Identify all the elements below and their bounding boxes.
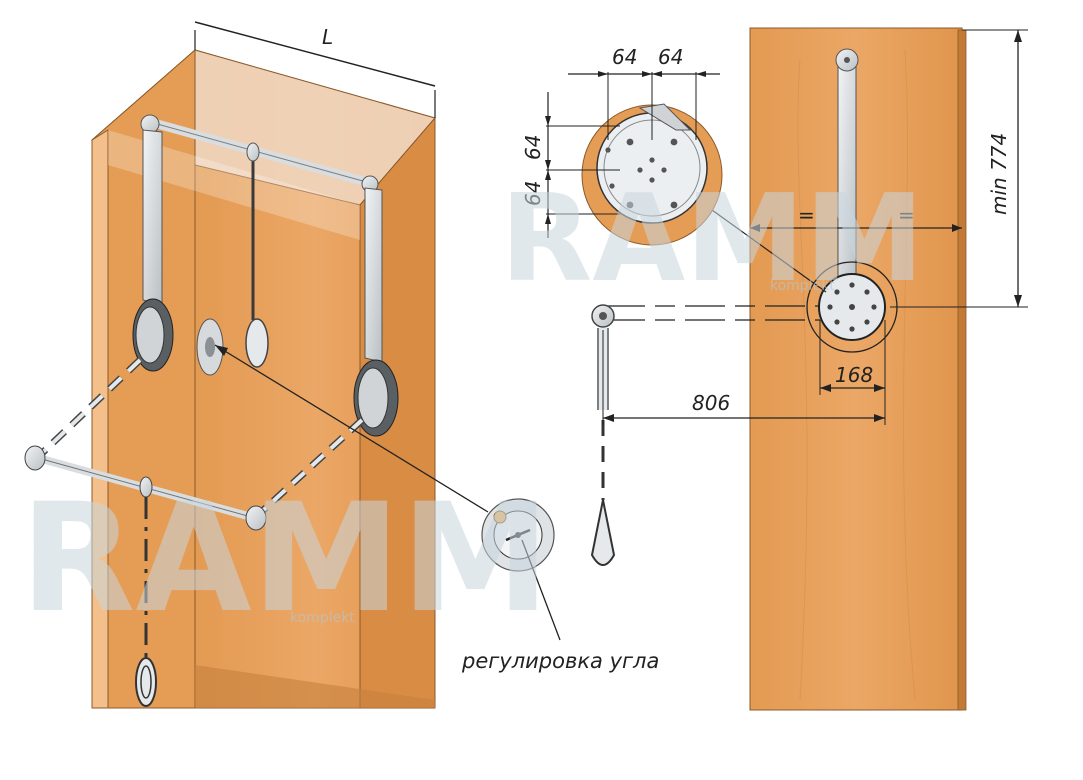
watermark-brand-right: RAMM bbox=[500, 170, 924, 309]
detail-dim-top-right: 64 bbox=[658, 45, 683, 69]
detail-dim-side-top: 64 bbox=[521, 135, 545, 160]
elevation-lowered-handle bbox=[590, 499, 616, 566]
dimension-line-width bbox=[194, 21, 436, 87]
lift-lowered-handle bbox=[135, 657, 157, 707]
cabinet-floor bbox=[195, 665, 435, 708]
lift-center-handle bbox=[245, 318, 269, 368]
watermark-brand-left: RAMM bbox=[20, 472, 550, 646]
equal-mark-left: = bbox=[798, 203, 815, 227]
lift-left-arm bbox=[142, 129, 163, 306]
caption-leader-line bbox=[521, 539, 561, 641]
detail-dim-side-bottom: 64 bbox=[521, 181, 545, 206]
watermark-site-left: komplekt bbox=[290, 610, 355, 626]
angle-adjust-callout: регулировка угла bbox=[214, 344, 659, 673]
side-panel-elevation: = = min 774 168 806 bbox=[590, 27, 1028, 711]
detail-leader-line bbox=[711, 209, 827, 293]
equal-mark-right: = bbox=[898, 203, 915, 227]
brand-watermark: RAMM RAMM komplekt komplekt bbox=[20, 170, 924, 646]
dimension-label-reach: 806 bbox=[692, 391, 730, 415]
cabinet-perspective: L bbox=[24, 21, 436, 709]
lift-right-arm bbox=[364, 187, 383, 363]
cabinet-front-edge bbox=[91, 129, 109, 709]
callout-leader-line bbox=[214, 344, 489, 513]
angle-adjust-caption: регулировка угла bbox=[461, 649, 659, 673]
hole-pattern-detail: 64 64 64 64 bbox=[521, 45, 827, 293]
dimension-label-hub: 168 bbox=[835, 363, 873, 387]
dimension-label-width: L bbox=[322, 25, 333, 49]
detail-dim-top-left: 64 bbox=[612, 45, 637, 69]
watermark-site-right: komplekt bbox=[770, 278, 835, 294]
dimension-label-min-height: min 774 bbox=[987, 133, 1011, 215]
